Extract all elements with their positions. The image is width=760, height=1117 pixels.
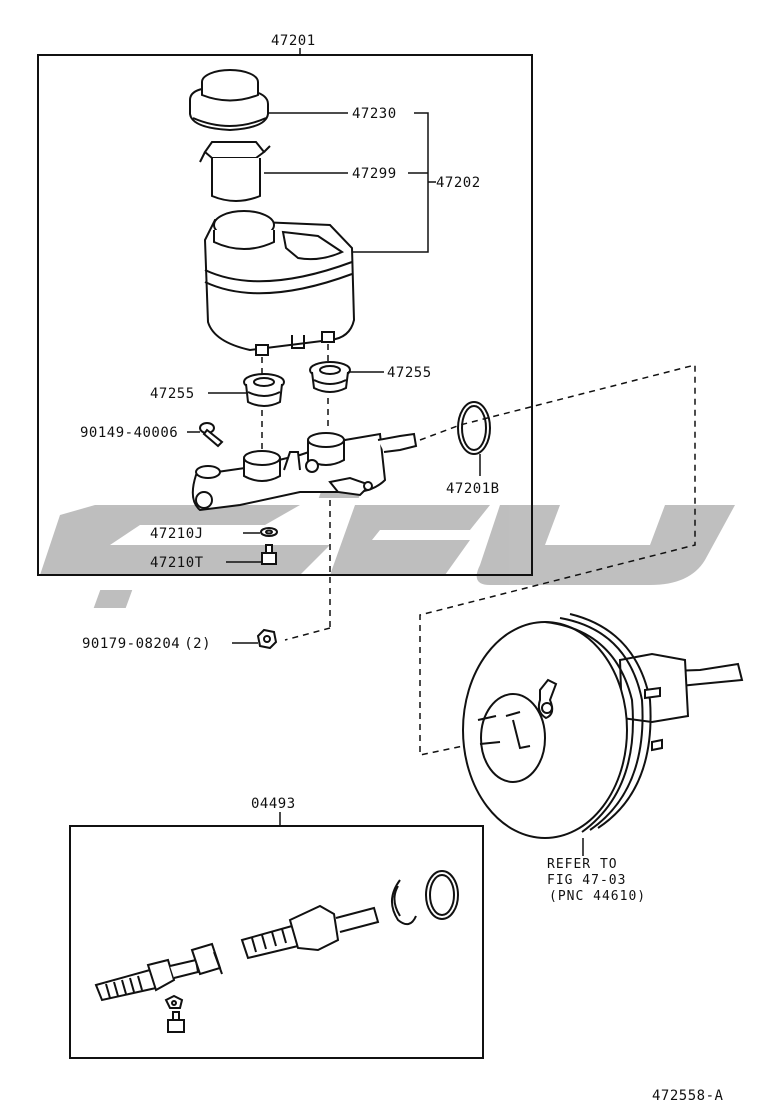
label-47210J: 47210J — [150, 526, 204, 542]
label-47230: 47230 — [352, 106, 397, 122]
group-04493: 04493 — [69, 796, 484, 1059]
group-47201: 47201 — [37, 33, 533, 576]
washer-icon — [260, 527, 278, 537]
assembly-dash-lines — [261, 344, 696, 756]
kit-bleeder-icon — [167, 1011, 185, 1033]
figure-id: 472558-A — [652, 1088, 724, 1104]
brake-booster-icon — [462, 613, 744, 839]
reservoir-cap-icon — [189, 69, 269, 132]
group-box-04493 — [69, 825, 484, 1059]
label-47299: 47299 — [352, 166, 397, 182]
nut-icon — [256, 628, 278, 650]
retainer-ring-icon — [391, 879, 417, 926]
grommet-right-icon — [309, 361, 351, 393]
label-47201B: 47201B — [446, 481, 500, 497]
strainer-icon — [199, 141, 271, 202]
grommet-left-icon — [243, 373, 285, 407]
watermark-logo — [40, 482, 735, 608]
reference-note: REFER TO FIG 47-03 (PNC 44610) — [547, 857, 646, 904]
group-label-04493: 04493 — [251, 796, 296, 812]
svg-text:(PNC 44610): (PNC 44610) — [549, 889, 646, 904]
screw-icon — [199, 422, 224, 448]
svg-text:FIG 47-03: FIG 47-03 — [547, 873, 626, 888]
group-label-47201: 47201 — [271, 33, 316, 49]
snap-washer-icon — [164, 994, 184, 1009]
master-cylinder-icon — [191, 432, 418, 512]
group-box-47201 — [37, 54, 533, 576]
label-47255-left: 47255 — [150, 386, 195, 402]
label-90179-08204: 90179-08204(2) — [82, 636, 211, 652]
o-ring-icon — [457, 401, 491, 455]
reservoir-icon — [203, 210, 356, 356]
piston-primary-icon — [94, 942, 223, 1002]
kit-o-ring-icon — [425, 870, 459, 920]
label-47255-right: 47255 — [387, 365, 432, 381]
bleeder-plug-icon — [261, 544, 277, 565]
label-47210T: 47210T — [150, 555, 204, 571]
svg-text:REFER TO: REFER TO — [547, 857, 618, 872]
label-47202: 47202 — [436, 175, 481, 191]
label-90149-40006: 90149-40006 — [80, 425, 178, 441]
piston-secondary-icon — [240, 904, 380, 960]
